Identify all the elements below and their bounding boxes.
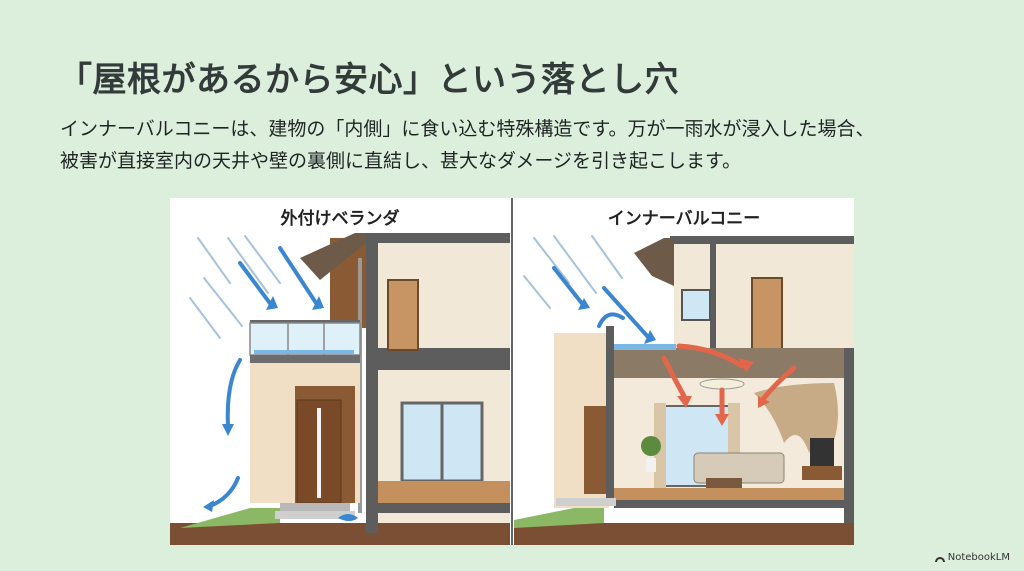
- external-veranda-drawing: [170, 233, 510, 545]
- slide-body: インナーバルコニーは、建物の「内側」に食い込む特殊構造です。万が一雨水が浸入した…: [60, 113, 1000, 177]
- comparison-illustration: 外付けベランダ: [170, 198, 854, 545]
- notebooklm-logo-icon: [934, 556, 945, 562]
- slide-title: 「屋根があるから安心」という落とし穴: [58, 60, 679, 100]
- body-line-1: インナーバルコニーは、建物の「内側」に食い込む特殊構造です。万が一雨水が浸入した…: [60, 118, 875, 140]
- external-veranda-label: 外付けベランダ: [280, 209, 400, 229]
- inner-balcony-label: インナーバルコニー: [607, 209, 761, 229]
- inner-balcony-drawing: [514, 235, 854, 545]
- body-line-2: 被害が直接室内の天井や壁の裏側に直結し、甚大なダメージを引き起こします。: [60, 150, 742, 172]
- comparison-divider: [511, 198, 513, 545]
- inner-balcony-illustration: インナーバルコニー: [514, 198, 854, 545]
- notebooklm-brand: NotebookLM: [934, 552, 1010, 563]
- external-veranda-illustration: 外付けベランダ: [170, 198, 510, 545]
- brand-name: NotebookLM: [947, 552, 1010, 563]
